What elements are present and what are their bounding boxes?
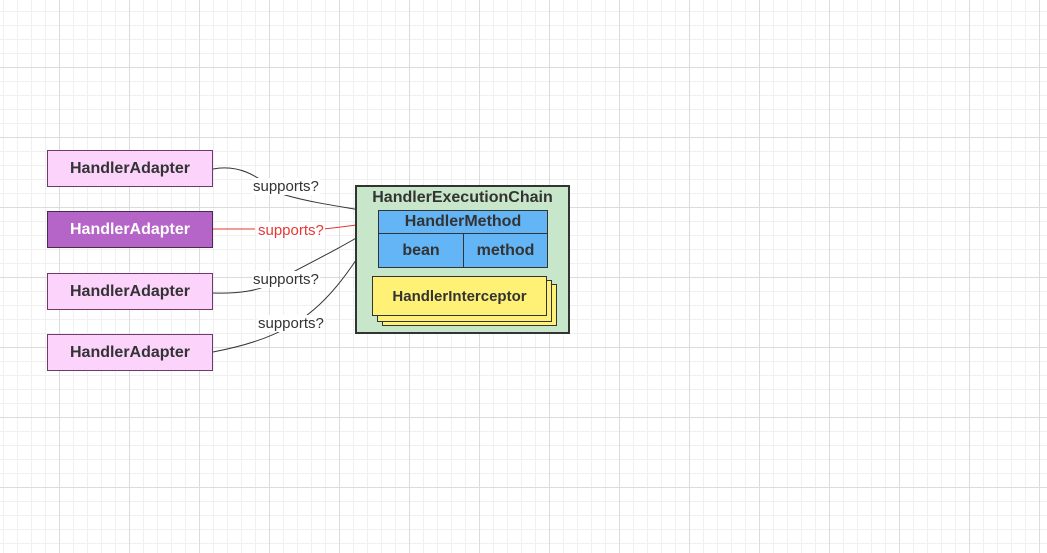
edge-4 (212, 228, 377, 353)
handler-adapter-1[interactable]: HandlerAdapter (47, 150, 213, 187)
handler-method-title: HandlerMethod (379, 211, 547, 234)
handler-adapter-3[interactable]: HandlerAdapter (47, 273, 213, 310)
edge-label-4: supports? (257, 315, 325, 332)
handler-adapter-4[interactable]: HandlerAdapter (47, 334, 213, 371)
edge-label-1: supports? (252, 178, 320, 195)
handler-method-bean: bean (379, 234, 464, 267)
handler-adapter-2-selected[interactable]: HandlerAdapter (47, 211, 213, 248)
edge-1 (212, 167, 377, 216)
handler-method-box[interactable]: HandlerMethod bean method (378, 210, 548, 268)
handler-interceptor[interactable]: HandlerInterceptor (372, 276, 547, 316)
edge-label-3: supports? (252, 271, 320, 288)
handler-method-method: method (476, 241, 535, 259)
edge-label-2: supports? (257, 222, 325, 239)
chain-title: HandlerExecutionChain (372, 189, 553, 206)
